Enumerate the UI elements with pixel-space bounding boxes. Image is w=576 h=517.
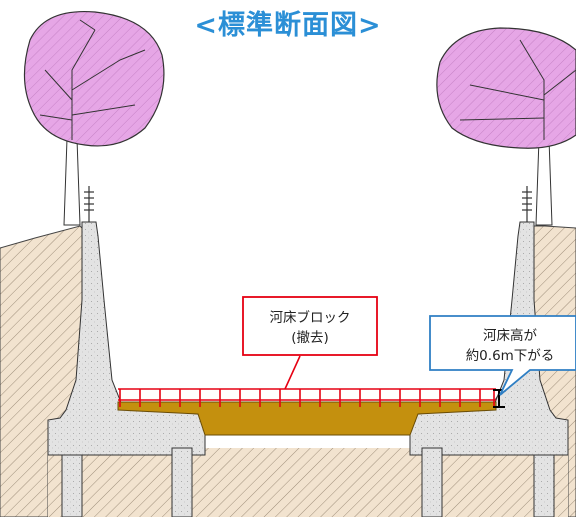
riverbed-height-callout: 河床高が 約0.6m下がる — [429, 315, 576, 396]
riverbed-block-callout: 河床ブロック (撤去) — [242, 296, 378, 390]
right-fence — [522, 186, 532, 222]
pile-2 — [171, 447, 193, 517]
right-tree — [436, 27, 576, 226]
left-tree — [23, 10, 165, 226]
right-tree-canopy — [436, 27, 576, 149]
piles — [61, 447, 555, 517]
pile-1 — [61, 454, 83, 517]
riverbed-height-bubble — [429, 315, 576, 396]
right-retaining-wall — [409, 221, 569, 456]
riverbed-block-line2: (撤去) — [291, 330, 329, 346]
riverbed-blocks — [118, 388, 496, 407]
pile-3 — [421, 447, 443, 517]
riverbed-fill — [117, 401, 497, 436]
riverbed-block-line1: 河床ブロック — [270, 309, 351, 326]
foundation-soil — [48, 448, 568, 517]
left-retaining-wall — [47, 221, 206, 456]
left-tree-canopy — [23, 10, 165, 147]
pile-4 — [533, 454, 555, 517]
diagram-title: <標準断面図> — [194, 10, 382, 41]
riverbed-height-line1: 河床高が — [483, 327, 537, 344]
left-fence — [84, 186, 94, 222]
riverbed-block-leader — [284, 355, 301, 390]
riverbed-block-box — [242, 296, 378, 356]
riverbed-height-line2: 約0.6m下がる — [466, 348, 555, 364]
